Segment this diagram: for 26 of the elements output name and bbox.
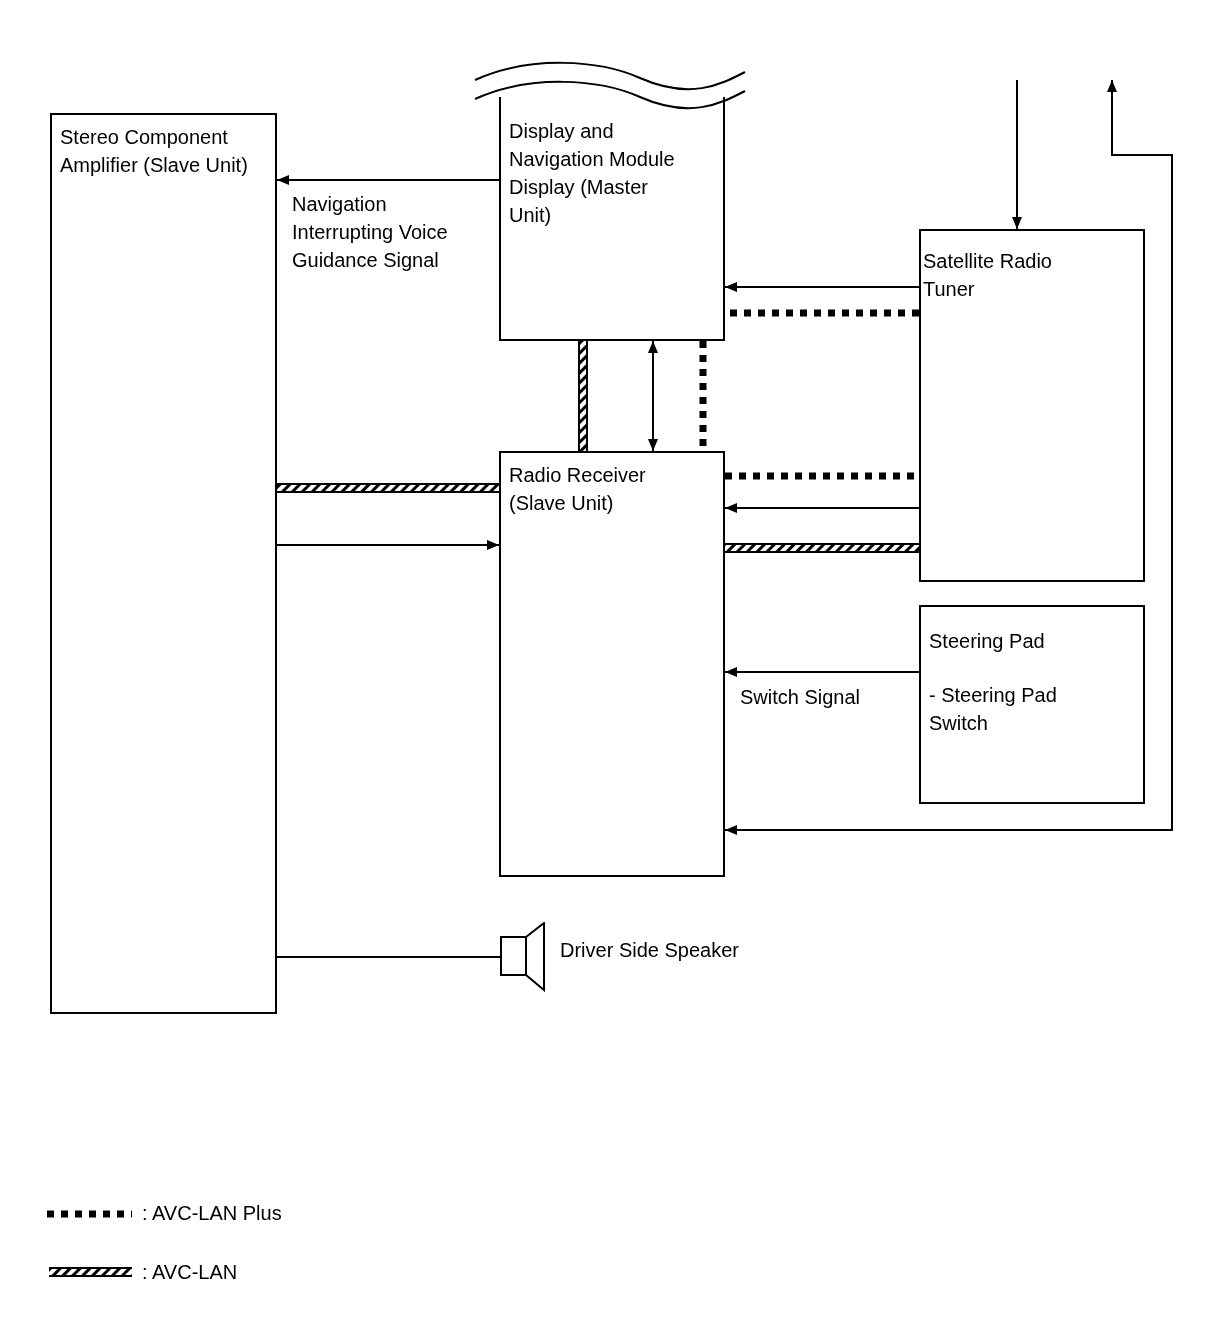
unit-box [919, 605, 1145, 804]
unit-box [499, 451, 725, 877]
arrow [648, 340, 658, 452]
unit-box [50, 113, 277, 1014]
arrow [276, 540, 500, 550]
arrow [1012, 79, 1022, 230]
arrow [724, 282, 920, 292]
unit-box [919, 229, 1145, 582]
hatched-connector [725, 543, 919, 553]
arrow [724, 79, 1173, 835]
legend-label: : AVC-LAN [142, 1260, 238, 1284]
unit-detail: - Steering Pad Switch [929, 683, 1058, 736]
unit-title: Display and Navigation Module Display (Master Unit) [509, 119, 676, 228]
arrow [276, 175, 500, 185]
hatched-connector [578, 341, 588, 451]
speaker-symbol [500, 922, 546, 992]
arrow [724, 667, 920, 677]
arrow [724, 503, 920, 513]
unit-title: Stereo Component Amplifier (Slave Unit) [60, 125, 249, 178]
unit-box [499, 97, 725, 341]
unit-title: Satellite Radio Tuner [923, 249, 1053, 302]
unit-title: Steering Pad [929, 629, 1046, 654]
hatched-connector [277, 483, 499, 493]
legend-label: : AVC-LAN Plus [142, 1201, 282, 1225]
speaker-label: Driver Side Speaker [560, 938, 739, 962]
unit-title: Radio Receiver (Slave Unit) [509, 463, 647, 516]
